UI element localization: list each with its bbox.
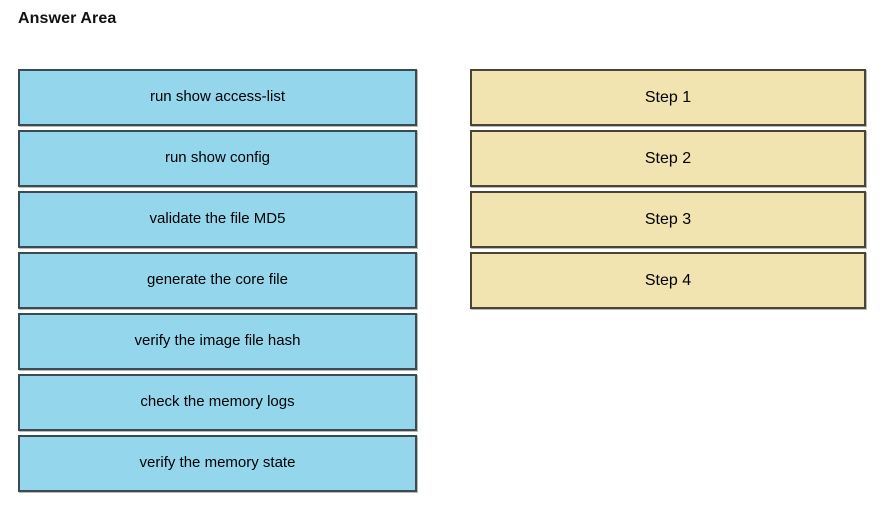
option-item-5[interactable]: check the memory logs <box>18 374 417 431</box>
option-item-label: verify the memory state <box>139 454 296 472</box>
step-slot-1[interactable]: Step 1 <box>470 69 866 126</box>
step-slot-label: Step 2 <box>644 149 692 167</box>
step-slot-label: Step 4 <box>644 271 692 289</box>
option-item-2[interactable]: validate the file MD5 <box>18 191 417 248</box>
steps-column: Step 1 Step 2 Step 3 Step 4 <box>470 69 866 313</box>
option-item-3[interactable]: generate the core file <box>18 252 417 309</box>
option-item-0[interactable]: run show access-list <box>18 69 417 126</box>
step-slot-label: Step 1 <box>644 88 692 106</box>
option-item-label: verify the image file hash <box>134 332 301 350</box>
option-item-label: check the memory logs <box>140 393 295 411</box>
step-slot-3[interactable]: Step 3 <box>470 191 866 248</box>
option-item-4[interactable]: verify the image file hash <box>18 313 417 370</box>
page-title: Answer Area <box>18 10 117 27</box>
option-item-6[interactable]: verify the memory state <box>18 435 417 492</box>
step-slot-4[interactable]: Step 4 <box>470 252 866 309</box>
option-item-label: validate the file MD5 <box>149 210 286 228</box>
options-column: run show access-list run show config val… <box>18 69 417 496</box>
option-item-label: generate the core file <box>147 271 288 289</box>
option-item-1[interactable]: run show config <box>18 130 417 187</box>
step-slot-label: Step 3 <box>644 210 692 228</box>
option-item-label: run show config <box>164 149 271 167</box>
step-slot-2[interactable]: Step 2 <box>470 130 866 187</box>
option-item-label: run show access-list <box>149 88 286 106</box>
